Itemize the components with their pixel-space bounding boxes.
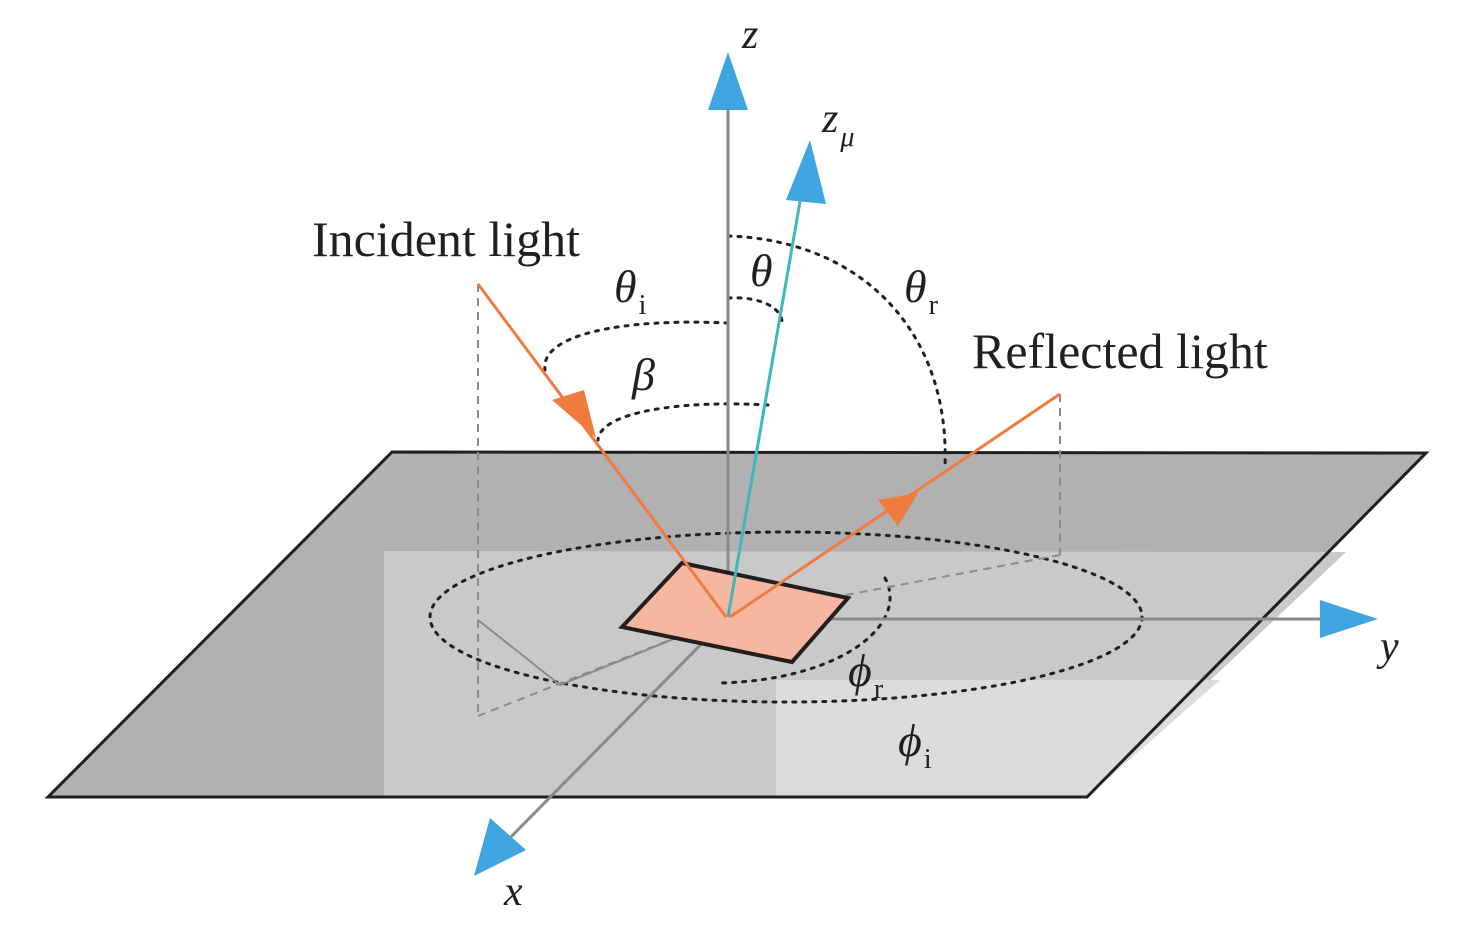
facet-normal-line: [726, 189, 804, 618]
theta-i-label: θi: [614, 261, 647, 321]
z-axis-arrowhead: [708, 52, 748, 110]
x-axis-line: [498, 615, 730, 850]
beta-arc: [596, 402, 770, 442]
theta-i-arc: [543, 320, 730, 372]
theta-arc: [726, 296, 784, 327]
z-mu-subscript: μ: [839, 122, 854, 153]
incident-light-label: Incident light: [312, 211, 580, 267]
y-axis-label: y: [1376, 624, 1399, 670]
theta-i-subscript: i: [639, 290, 647, 321]
facet-normal-arrowhead: [786, 140, 826, 204]
y-axis-arrowhead: [1320, 600, 1378, 638]
phi-r-base: ϕ: [848, 645, 872, 696]
phi-i-label: ϕi: [898, 715, 932, 775]
z-mu-axis-label: zμ: [821, 96, 854, 153]
theta-r-label: θr: [904, 261, 939, 321]
reflected-light-label: Reflected light: [972, 323, 1268, 379]
theta-i-base: θ: [614, 261, 637, 312]
incident-plane-trace: [477, 616, 729, 687]
phi-i-subscript: i: [924, 744, 932, 775]
theta-r-arc: [726, 234, 947, 468]
reflected-ray-arrowhead: [878, 493, 918, 526]
phi-r-label: ϕr: [848, 645, 884, 705]
ground-plane-outline: [44, 450, 1430, 799]
phi-r-subscript: r: [874, 674, 884, 705]
z-mu-base: z: [821, 96, 838, 142]
incident-ray-arrowhead: [552, 390, 596, 438]
phi-r-arc: [718, 576, 892, 685]
x-axis-label: x: [503, 869, 523, 915]
azimuth-circle-outer: [428, 530, 1144, 704]
phi-i-base: ϕ: [898, 715, 922, 766]
incident-ray: [476, 283, 728, 618]
theta-r-base: θ: [904, 261, 927, 312]
x-axis-arrowhead: [474, 818, 526, 876]
theta-label: θ: [750, 245, 773, 296]
z-axis-label: z: [741, 12, 758, 58]
ground-plane-lightest-region: [776, 680, 1220, 797]
theta-r-subscript: r: [929, 290, 939, 321]
beta-label: β: [631, 349, 655, 400]
